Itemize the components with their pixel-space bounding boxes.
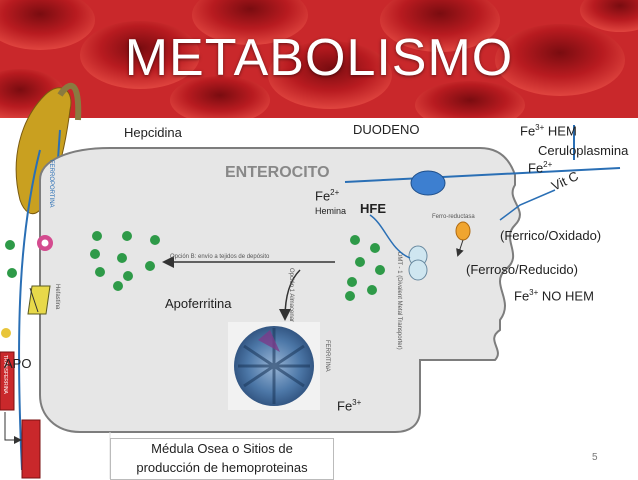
dmt1-transporter (408, 245, 428, 281)
fe3-hem-label: Fe3+ HEM (520, 123, 577, 139)
storage-arrow (279, 269, 301, 321)
ferritina-label: FERRITINA (324, 340, 330, 372)
ferroportina-label: FERROPORTINA (48, 160, 54, 208)
slide-title: METABOLISMO (124, 29, 514, 87)
fe2-right-label: Fe2+ (528, 160, 553, 176)
iron-ions-left (90, 231, 160, 291)
hemina-label: Hemina (315, 206, 347, 216)
hefastina-block (27, 285, 51, 315)
opcion-b-label: Opción B: envío a tejidos de depósito (170, 254, 270, 260)
ferroso-label: (Ferroso/Reducido) (466, 262, 578, 277)
heme-transporter (410, 170, 446, 196)
ferrico-label: (Ferrico/Oxidado) (500, 228, 602, 243)
transferrina-label: TRANSFERRINA (2, 355, 8, 395)
fe3-bottom-label: Fe3+ (337, 398, 362, 414)
ferritin-protein-illustration (228, 322, 320, 410)
hefastina-label: Hefastina (54, 284, 60, 310)
ceruloplasmina-label: Ceruloplasmina (538, 143, 629, 158)
apical-membrane-line (344, 167, 621, 183)
ferro-reductasa-label: Ferro-reductasa (432, 214, 475, 220)
red-blood-cells-banner (0, 0, 638, 129)
fe2-left-label: Fe2+ (315, 188, 340, 204)
gallbladder-illustration (15, 82, 82, 215)
reductasa-arrow (456, 239, 464, 257)
transferrin-column (0, 351, 41, 479)
medula-line-2: producción de hemoproteinas (136, 460, 308, 475)
hfe-line (369, 214, 411, 259)
apo-label: APO (4, 356, 32, 371)
page-number: 5 (592, 452, 598, 463)
hepcidina-label: Hepcidina (124, 125, 182, 140)
destination-box: Médula Osea o Sitios de producción de he… (110, 438, 334, 480)
blood-vessel-line (18, 149, 41, 471)
fe3-nohem-label: Fe3+ NO HEM (514, 288, 594, 304)
duodeno-label: DUODENO (353, 122, 420, 137)
hfe-label: HFE (360, 201, 386, 216)
dmt1-label: DMT - 1 (Divalent Metal Transporter) (396, 252, 402, 350)
iron-ions-right (345, 235, 385, 301)
enterocito-label: ENTEROCITO (225, 164, 330, 181)
medula-line-1: Médula Osea o Sitios de (151, 441, 293, 456)
ferroportin-channel (37, 235, 53, 251)
enterocyte-cell (39, 147, 521, 433)
ferro-reductasa-enzyme (455, 221, 471, 241)
opcion-1-label: Opción 1 Almacenamiento (288, 268, 294, 339)
apoferritina-label: Apoferritina (165, 296, 232, 311)
vitc-line (499, 189, 556, 221)
